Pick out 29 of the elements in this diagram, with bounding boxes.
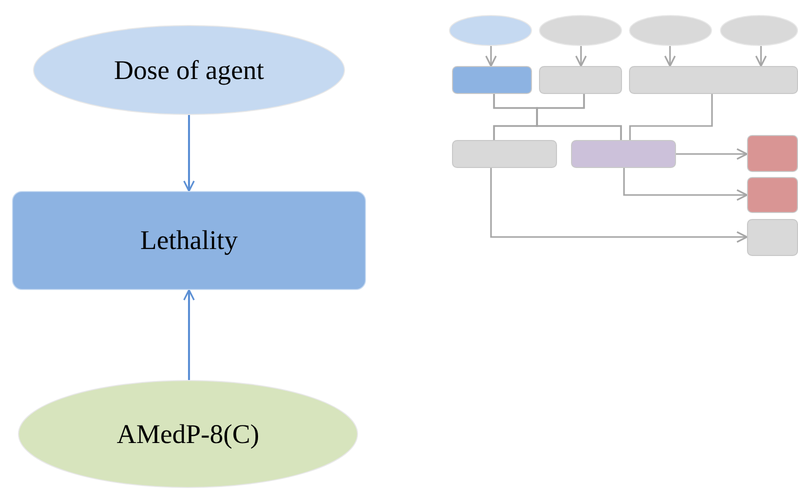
- process-box: [747, 219, 798, 256]
- ellipse-node: [539, 15, 622, 46]
- process-box: [452, 140, 557, 168]
- process-box: [747, 135, 798, 172]
- process-box: [571, 140, 676, 168]
- arrow: [755, 46, 767, 67]
- ellipse-node: [18, 380, 358, 488]
- connector-line: [629, 94, 713, 140]
- process-box: [452, 66, 532, 94]
- arrow: [623, 168, 748, 201]
- arrow: [183, 289, 195, 380]
- ellipse-node: [629, 15, 712, 46]
- node-label: AMedP-8(C): [116, 418, 260, 450]
- process-box: [629, 66, 798, 94]
- arrow: [676, 148, 748, 160]
- ellipse-node: [449, 15, 532, 46]
- arrow: [183, 115, 195, 192]
- arrow: [490, 168, 748, 243]
- ellipse-node: [720, 15, 798, 46]
- node-label: Dose of agent: [114, 54, 264, 86]
- process-box: [747, 177, 798, 213]
- process-box: [12, 191, 366, 290]
- process-box: [539, 66, 622, 94]
- ellipse-node: [33, 25, 345, 115]
- arrow: [575, 46, 587, 67]
- node-label: Lethality: [140, 225, 238, 256]
- arrow: [485, 46, 497, 67]
- connector-line: [536, 94, 622, 140]
- arrow: [664, 46, 676, 67]
